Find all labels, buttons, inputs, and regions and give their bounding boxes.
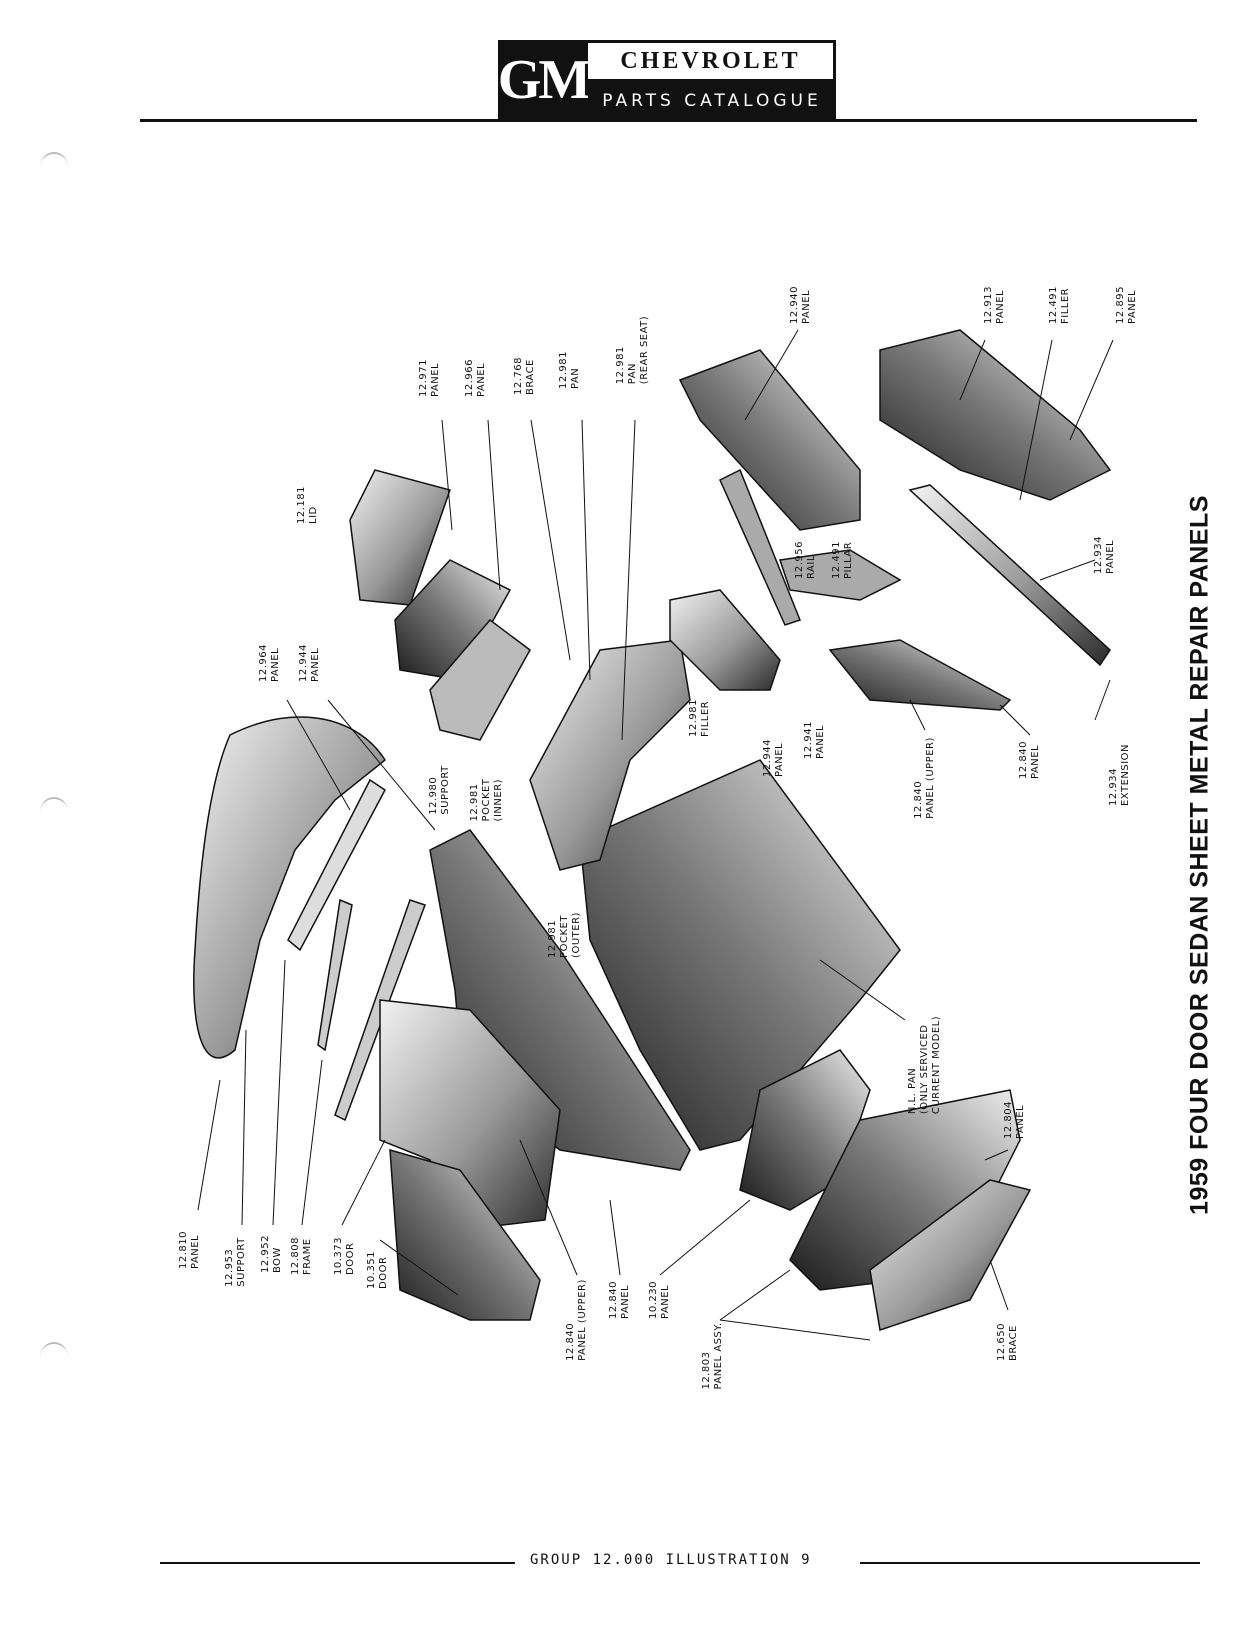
leader-lines — [197, 329, 1114, 1341]
pillar — [779, 549, 902, 601]
footer-rule-left — [160, 1562, 515, 1564]
gm-logo-mark: GM — [498, 40, 591, 120]
binder-hole-top — [40, 152, 68, 182]
roof-panel — [193, 716, 386, 1059]
brand-name: CHEVROLET — [588, 40, 836, 82]
footer-caption: GROUP 12.000 ILLUSTRATION 9 — [530, 1552, 812, 1568]
windshield-frame — [317, 898, 353, 1052]
roof-bow — [287, 778, 386, 952]
lower-panel — [828, 639, 1012, 711]
header-rule — [140, 119, 1197, 122]
trunk-lid — [349, 469, 451, 606]
page-title: 1959 FOUR DOOR SEDAN SHEET METAL REPAIR … — [1185, 495, 1214, 1215]
floor-pan — [579, 759, 901, 1151]
roof-rail — [719, 468, 801, 626]
quarter-panel-upper — [678, 349, 861, 531]
footer-rule-right — [860, 1562, 1200, 1564]
rocker-panel — [908, 484, 1111, 667]
front-brace — [869, 1179, 1032, 1331]
wheelhouse-panel — [669, 589, 781, 691]
gm-logo: GM CHEVROLET PARTS CATALOGUE — [498, 40, 836, 120]
catalogue-subtitle: PARTS CATALOGUE — [588, 82, 836, 120]
rear-seat-pan — [529, 639, 691, 871]
binder-hole-bottom — [40, 1342, 68, 1372]
part-label: N.L. PAN (ONLY SERVICED CURRENT MODEL) — [907, 1015, 942, 1115]
quarter-panel-rear — [879, 329, 1112, 501]
rear-door — [389, 1148, 541, 1321]
rear-panel-brace — [429, 618, 531, 741]
brand-block: CHEVROLET PARTS CATALOGUE — [588, 40, 836, 120]
front-door — [379, 999, 561, 1231]
binder-hole-middle — [40, 797, 68, 827]
